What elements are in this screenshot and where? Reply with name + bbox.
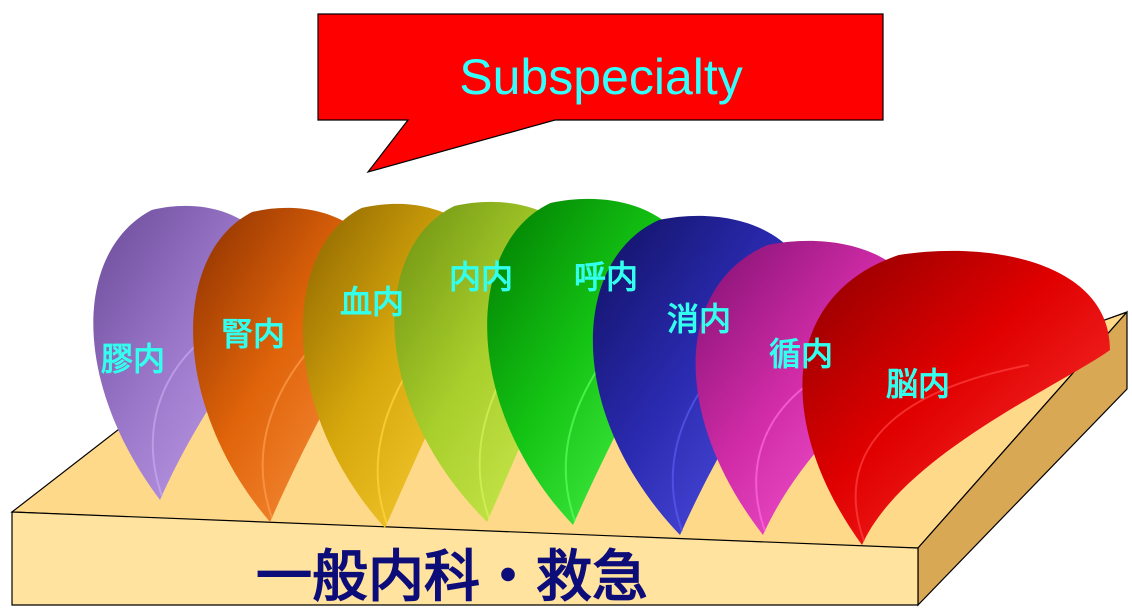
subspecialty-label: 脳内 <box>886 365 950 403</box>
subspecialty-label: 血内 <box>340 283 404 321</box>
subspecialty-callout: Subspecialty <box>317 13 884 174</box>
subspecialty-label: 膠内 <box>101 340 165 378</box>
petal-rim <box>854 364 1029 542</box>
subspecialty-label: 腎内 <box>221 315 285 353</box>
subspecialty-label: 内内 <box>449 258 513 296</box>
callout-text: Subspecialty <box>459 49 743 105</box>
petal-shape <box>802 250 1110 545</box>
subspecialty-label: 循内 <box>769 335 833 373</box>
subspecialty-label: 呼内 <box>574 258 638 296</box>
base-front-face <box>11 511 919 606</box>
subspecialty-label: 消内 <box>667 300 731 338</box>
callout-bubble <box>317 13 884 174</box>
general-medicine-label: 一般内科・救急 <box>256 545 648 610</box>
